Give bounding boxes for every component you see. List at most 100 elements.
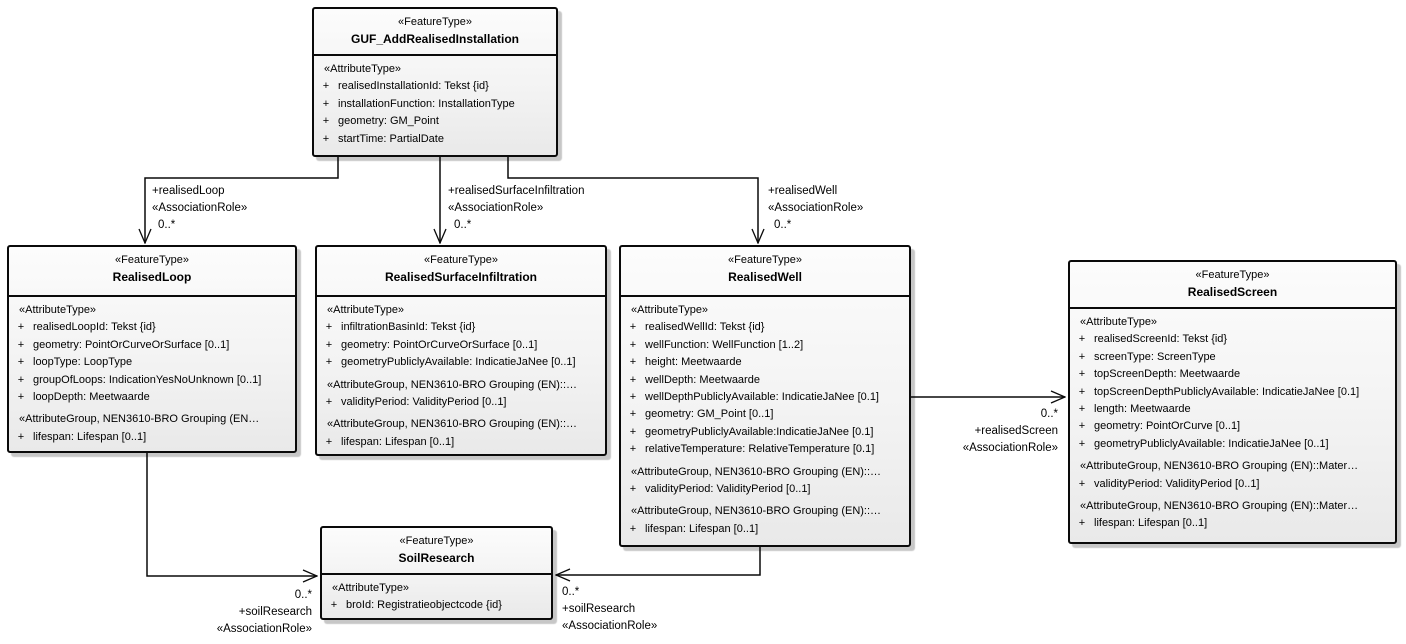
attribute-type-stereotype: «AttributeType»	[324, 63, 402, 75]
attribute-row: + loopType: LoopType	[9, 354, 295, 371]
attribute-text: realisedLoopId: Tekst {id}	[33, 321, 156, 334]
attribute-row: +startTime: PartialDate	[314, 131, 556, 148]
attribute-row: +wellFunction: WellFunction [1..2]	[621, 337, 909, 354]
attribute-text: groupOfLoops: IndicationYesNoUnknown [0.…	[33, 373, 262, 386]
attribute-visibility: +	[325, 435, 333, 448]
class-header: «FeatureType» RealisedScreen	[1070, 262, 1395, 309]
attribute-visibility: +	[322, 80, 330, 93]
attribute-text: topScreenDepth: Meetwaarde	[1094, 368, 1241, 381]
attribute-visibility: +	[1078, 403, 1086, 416]
attribute-visibility: +	[629, 391, 637, 404]
class-attributes: «AttributeType» +broId: Registratieobject…	[322, 575, 551, 615]
class-name: SoilResearch	[398, 551, 475, 565]
class-name: RealisedLoop	[112, 270, 192, 284]
class-realisedscreen[interactable]: «FeatureType» RealisedScreen «AttributeT…	[1068, 260, 1397, 544]
edge-guf-to-realisedwell[interactable]	[507, 157, 758, 243]
association-role: +realisedWell	[768, 185, 838, 197]
class-realisedsurfaceinfiltration[interactable]: «FeatureType» RealisedSurfaceInfiltratio…	[315, 245, 607, 456]
attribute-text: lifespan: Lifespan [0..1]	[33, 430, 147, 443]
attribute-type-stereotype: «AttributeType»	[1080, 316, 1158, 328]
attribute-text: loopType: LoopType	[33, 356, 133, 369]
class-stereotype: «FeatureType»	[728, 254, 802, 266]
association-role: +realisedLoop	[152, 185, 225, 197]
association-multiplicity: 0..*	[158, 219, 176, 231]
class-attributes: «AttributeType»+infiltrationBasinId: Tek…	[317, 297, 605, 451]
attribute-row: +validityPeriod: ValidityPeriod [0..1]	[317, 394, 605, 411]
association-label-soilresearch-right: 0..* +soilResearch «AssociationRole»	[562, 584, 657, 635]
attribute-type-stereotype: «AttributeType»	[631, 304, 709, 316]
attribute-visibility: +	[17, 430, 25, 443]
attribute-text: length: Meetwaarde	[1094, 403, 1191, 416]
attribute-text: lifespan: Lifespan [0..1]	[1094, 517, 1208, 530]
association-label-realisedwell: +realisedWell «AssociationRole» 0..*	[768, 183, 863, 234]
association-multiplicity: 0..*	[1040, 408, 1058, 420]
attribute-text: relativeTemperature: RelativeTemperature…	[645, 443, 875, 456]
class-guf-addrealisedinstallation[interactable]: «FeatureType» GUF_AddRealisedInstallatio…	[312, 7, 558, 157]
attribute-type-stereotype: «AttributeType»	[332, 582, 410, 594]
edge-guf-to-realisedloop[interactable]	[145, 157, 339, 243]
attribute-text: geometryPubliclyAvailable: IndicatieJaNe…	[1094, 437, 1329, 450]
class-realisedloop[interactable]: «FeatureType» RealisedLoop «AttributeTyp…	[7, 245, 297, 453]
attribute-row: +geometry: PointOrCurve [0..1]	[1070, 418, 1395, 435]
attribute-text: geometry: GM_Point [0..1]	[645, 408, 774, 421]
attribute-text: lifespan: Lifespan [0..1]	[645, 522, 759, 535]
attribute-text: geometry: PointOrCurveOrSurface [0..1]	[33, 338, 230, 351]
attribute-visibility: +	[629, 338, 637, 351]
attribute-row: +lifespan: Lifespan [0..1]	[317, 434, 605, 451]
attribute-text: loopDepth: Meetwaarde	[33, 391, 150, 404]
attribute-text: geometry: PointOrCurveOrSurface [0..1]	[341, 338, 538, 351]
attribute-visibility: +	[322, 115, 330, 128]
attribute-text: realisedInstallationId: Tekst {id}	[338, 80, 489, 93]
attribute-visibility: +	[17, 356, 25, 369]
class-realisedwell[interactable]: «FeatureType» RealisedWell «AttributeTyp…	[619, 245, 911, 547]
attribute-text: geometry: PointOrCurve [0..1]	[1094, 420, 1241, 433]
association-role: +soilResearch	[238, 606, 312, 618]
attribute-visibility: +	[325, 338, 333, 351]
attribute-text: realisedWellId: Tekst {id}	[645, 321, 765, 334]
class-soilresearch[interactable]: «FeatureType» SoilResearch «AttributeTyp…	[320, 526, 553, 620]
attribute-row: +loopDepth: Meetwaarde	[9, 389, 295, 406]
attribute-row: +geometry: PointOrCurveOrSurface [0..1]	[9, 337, 295, 354]
association-role: +realisedScreen	[974, 425, 1058, 437]
attribute-visibility: +	[1078, 350, 1086, 363]
class-header: «FeatureType» RealisedWell	[621, 247, 909, 297]
attribute-group-stereotype: «AttributeGroup, NEN3610-BRO Grouping (E…	[327, 418, 578, 431]
attribute-group-stereotype: «AttributeGroup, NEN3610-BRO Grouping (E…	[19, 413, 260, 426]
attribute-text: topScreenDepthPubliclyAvailable: Indicat…	[1094, 385, 1360, 398]
association-stereotype: «AssociationRole»	[562, 620, 658, 632]
class-attributes: «AttributeType» + realisedWellId: Tekst {i…	[621, 297, 909, 538]
class-header: «FeatureType» RealisedLoop	[9, 247, 295, 297]
class-header: «FeatureType» GUF_AddRealisedInstallatio…	[314, 9, 556, 56]
association-multiplicity: 0..*	[774, 219, 792, 231]
attribute-row: +geometryPubliclyAvailable:IndicatieJaNe…	[621, 424, 909, 441]
association-multiplicity: 0..*	[294, 589, 312, 601]
attribute-visibility: +	[1078, 385, 1086, 398]
attribute-row: +validityPeriod: ValidityPeriod [0..1]	[1070, 476, 1395, 493]
association-stereotype: «AssociationRole»	[962, 442, 1058, 454]
attribute-row: +realisedLoopId: Tekst {id}	[9, 319, 295, 336]
attribute-visibility: +	[629, 356, 637, 369]
association-label-realisedloop: +realisedLoop «AssociationRole» 0..*	[152, 183, 247, 234]
association-label-realisedsurfaceinfiltration: +realisedSurfaceInfiltration «Associatio…	[448, 183, 584, 234]
attribute-row: +broId: Registratieobjectcode {id}	[322, 597, 551, 614]
attribute-visibility: +	[17, 373, 25, 386]
attribute-visibility: +	[1078, 517, 1086, 530]
class-attributes: «AttributeType» +realisedScreenId: Tekst …	[1070, 309, 1395, 533]
association-label-realisedscreen: 0..* +realisedScreen «AssociationRole»	[880, 406, 1058, 457]
attribute-row: +geometryPubliclyAvailable: IndicatieJaN…	[1070, 436, 1395, 453]
attribute-text: geometryPubliclyAvailable:IndicatieJaNee…	[645, 425, 874, 438]
attribute-row: +realisedScreenId: Tekst {id}	[1070, 331, 1395, 348]
attribute-text: screenType: ScreenType	[1094, 350, 1216, 363]
edge-realisedwell-to-soilresearch[interactable]	[556, 547, 761, 575]
attribute-type-stereotype: «AttributeType»	[19, 304, 97, 316]
attribute-row: + realisedInstallationId: Tekst {id}	[314, 78, 556, 95]
attribute-row: +geometry: GM_Point	[314, 113, 556, 130]
attribute-group-stereotype: «AttributeGroup, NEN3610-BRO Grouping (E…	[631, 505, 882, 518]
attribute-text: wellDepth: Meetwaarde	[645, 373, 760, 386]
edge-realisedloop-to-soilresearch[interactable]	[146, 452, 317, 576]
attribute-row: + length: Meetwaarde	[1070, 401, 1395, 418]
attribute-row: +installationFunction: InstallationType	[314, 96, 556, 113]
attribute-group-stereotype: «AttributeGroup, NEN3610-BRO Grouping (E…	[631, 465, 882, 478]
association-label-soilresearch-left: 0..* +soilResearch «AssociationRole»	[140, 587, 312, 638]
